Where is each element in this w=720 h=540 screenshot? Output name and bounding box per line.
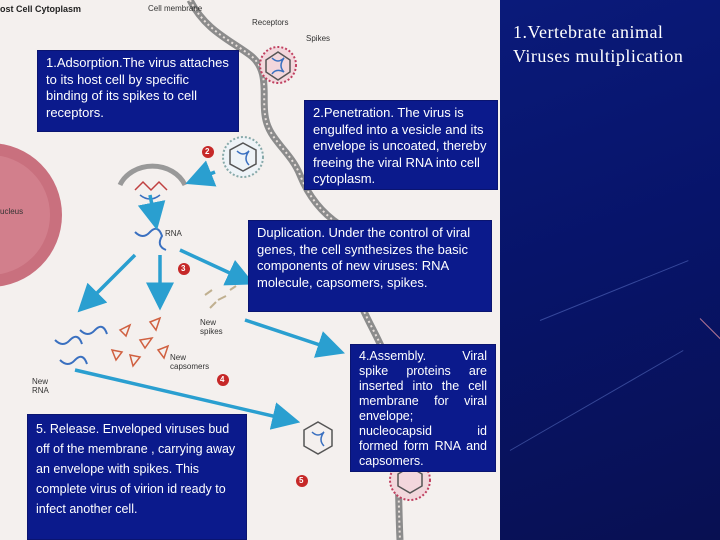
label-new-rna: New RNA [32,377,49,395]
virus-in-vesicle [222,136,264,178]
viral-rna [134,227,167,251]
label-new-capsomers: New capsomers [170,353,210,371]
title-panel [500,0,720,540]
step-badges [178,146,308,487]
badge-3: 3 [181,264,186,273]
uncoating-capsid [117,163,188,200]
label-receptors: Receptors [252,18,289,27]
step-adsorption-box: 1.Adsorption.The virus attaches to its h… [37,50,239,132]
step-release-box: 5. Release. Enveloped viruses bud off of… [27,414,247,540]
badge-2: 2 [205,147,210,156]
new-capsomers [110,316,170,368]
assembling-virus [303,421,333,455]
slide-title: 1.Vertebrate animal Viruses multiplicati… [513,22,684,66]
step-penetration-box: 2.Penetration. The virus is engulfed int… [304,100,498,190]
process-arrows [74,160,345,430]
diagram-artwork [0,0,431,540]
virus-attached [259,46,297,84]
new-rna [54,325,108,365]
label-cell-membrane: Cell membrane [148,4,203,13]
label-nucleus: ucleus [0,207,24,216]
label-host-cytoplasm: ost Cell Cytoplasm [0,4,82,14]
badge-4: 4 [220,375,225,384]
badge-5: 5 [299,476,304,485]
step-assembly-box: 4.Assembly. Viral spike proteins are ins… [350,344,496,472]
label-rna: RNA [165,229,182,238]
new-spikes [204,285,237,309]
step-duplication-box: Duplication. Under the control of viral … [248,220,492,312]
label-spikes: Spikes [306,34,331,43]
label-new-spikes: New spikes [200,318,223,336]
